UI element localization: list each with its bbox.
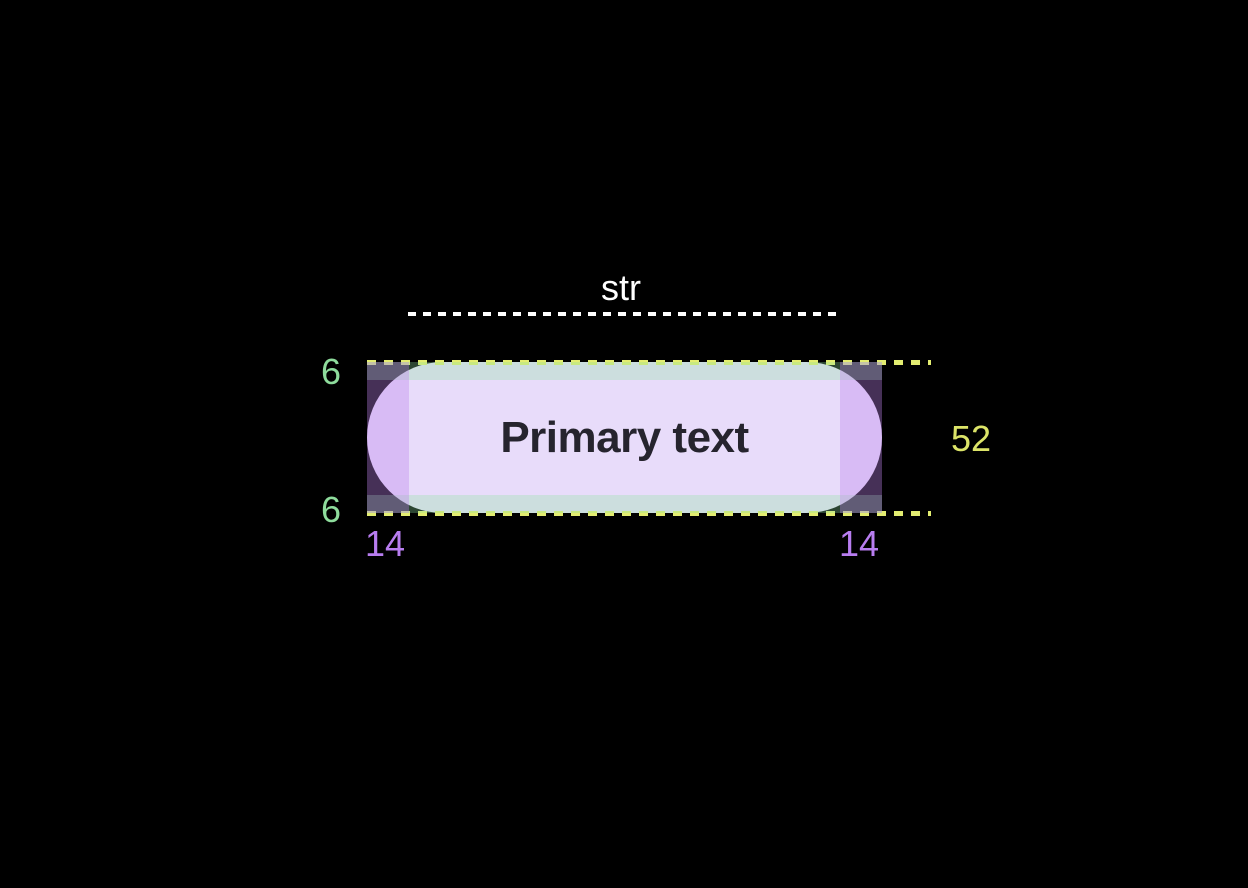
padding-bottom-overlay bbox=[367, 495, 882, 513]
button-top-edge-guide-line bbox=[367, 360, 931, 365]
height-value-label: 52 bbox=[951, 418, 992, 459]
padding-top-overlay bbox=[367, 362, 882, 380]
padding-bottom-value-label: 6 bbox=[320, 489, 342, 530]
string-width-guide-line bbox=[408, 312, 841, 316]
padding-left-value-label: 14 bbox=[365, 523, 406, 564]
primary-button[interactable]: Primary text bbox=[367, 362, 882, 513]
padding-right-value-label: 14 bbox=[839, 523, 880, 564]
padding-left-overlay bbox=[367, 362, 409, 513]
primary-button-label: Primary text bbox=[500, 412, 749, 462]
button-bottom-edge-guide-line bbox=[367, 511, 931, 516]
padding-right-overlay bbox=[840, 362, 882, 513]
padding-top-value-label: 6 bbox=[320, 351, 342, 392]
string-width-label: str bbox=[601, 267, 641, 308]
